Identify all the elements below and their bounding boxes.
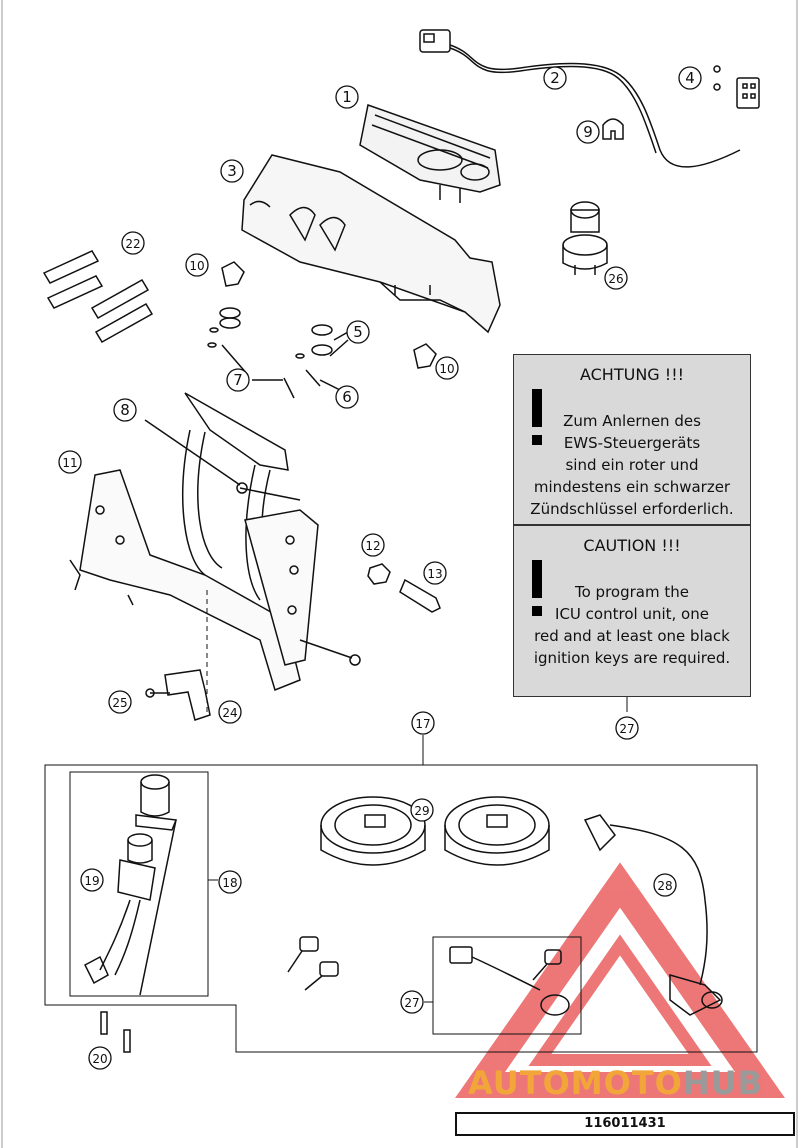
svg-text:8: 8	[120, 401, 130, 419]
callout-27a: 27	[615, 716, 639, 740]
group-18-box	[69, 771, 209, 997]
spacer-tubes	[42, 250, 154, 344]
svg-text:4: 4	[685, 69, 695, 87]
svg-text:20: 20	[92, 1052, 107, 1066]
callout-8: 8	[113, 398, 137, 422]
clip-nut	[221, 261, 437, 369]
callout-6: 6	[335, 385, 359, 409]
svg-text:10: 10	[189, 259, 204, 273]
callout-1: 1	[335, 85, 359, 109]
svg-text:7: 7	[233, 371, 243, 389]
callout-7: 7	[226, 368, 250, 392]
part-number-label: 116011431	[455, 1112, 795, 1136]
callout-22: 22	[121, 231, 145, 255]
callout-17: 17	[411, 711, 435, 735]
exclamation-icon	[524, 560, 552, 620]
warning-title-english: CAUTION !!!	[583, 536, 681, 555]
callout-19: 19	[80, 868, 104, 892]
svg-text:2: 2	[550, 69, 560, 87]
watermark-part-a: AUTOMOTO	[468, 1064, 683, 1102]
svg-text:11: 11	[62, 456, 77, 470]
callout-11: 11	[58, 450, 82, 474]
socket	[562, 201, 608, 275]
callout-29: 29	[410, 798, 434, 822]
headlight-mask	[241, 154, 501, 334]
logo-watermark	[455, 862, 785, 1098]
headlight-bracket	[69, 392, 319, 692]
cable-clip	[602, 118, 624, 140]
nut-and-bolt	[367, 563, 441, 613]
holder-bracket	[145, 669, 211, 721]
callout-9: 9	[576, 120, 600, 144]
svg-text:26: 26	[608, 272, 623, 286]
bolt	[144, 419, 248, 494]
callout-10b: 10	[435, 356, 459, 380]
svg-text:10: 10	[439, 362, 454, 376]
ignition-keys	[287, 936, 562, 991]
svg-text:13: 13	[427, 567, 442, 581]
callouts: 1 2 3 4 5 6 7 8 9 10 10 11 12 13 17 18 1…	[58, 66, 702, 1070]
callout-25: 25	[108, 690, 132, 714]
svg-text:19: 19	[84, 874, 99, 888]
svg-text:27: 27	[619, 722, 634, 736]
shear-bolts	[100, 1011, 131, 1053]
svg-text:12: 12	[365, 539, 380, 553]
svg-text:28: 28	[657, 879, 672, 893]
exclamation-icon	[524, 389, 552, 449]
wire-connector	[583, 814, 723, 1016]
callout-5: 5	[346, 320, 370, 344]
watermark-part-b: HUB	[682, 1064, 764, 1102]
svg-text:18: 18	[222, 876, 237, 890]
instrument-cluster	[359, 104, 501, 203]
svg-text:1: 1	[342, 88, 352, 106]
callout-20: 20	[88, 1046, 112, 1070]
transponder-coil	[449, 946, 570, 1016]
svg-text:3: 3	[227, 162, 237, 180]
callout-2: 2	[543, 66, 567, 90]
connector-block	[713, 65, 760, 109]
callout-27b: 27	[400, 990, 424, 1014]
warning-panel-german: ACHTUNG !!! Zum Anlernen des EWS-Steuerg…	[513, 354, 751, 525]
svg-text:24: 24	[222, 706, 237, 720]
callout-26: 26	[604, 266, 628, 290]
group-17-outline	[44, 735, 758, 1053]
bracket-bolt	[299, 639, 361, 666]
svg-text:22: 22	[125, 237, 140, 251]
svg-text:6: 6	[342, 388, 352, 406]
callout-24: 24	[218, 700, 242, 724]
fuel-caps	[320, 796, 550, 866]
svg-text:5: 5	[353, 323, 363, 341]
svg-text:27: 27	[404, 996, 419, 1010]
svg-text:29: 29	[414, 804, 429, 818]
callout-13: 13	[423, 561, 447, 585]
svg-text:9: 9	[583, 123, 593, 141]
watermark-text: AUTOMOTOHUB	[468, 1064, 763, 1102]
ignition-lock	[84, 774, 178, 996]
warning-panel-english: CAUTION !!! To program the ICU control u…	[513, 525, 751, 697]
callout-3: 3	[220, 159, 244, 183]
callout-4: 4	[678, 66, 702, 90]
callout-18: 18	[218, 870, 242, 894]
svg-text:17: 17	[415, 717, 430, 731]
cable-harness	[419, 29, 741, 168]
warning-title-german: ACHTUNG !!!	[579, 365, 685, 384]
callout-10a: 10	[185, 253, 209, 277]
callout-12: 12	[361, 533, 385, 557]
callout-28: 28	[653, 873, 677, 897]
group-27-box	[432, 936, 582, 1035]
svg-text:25: 25	[112, 696, 127, 710]
warning-text-english: To program the ICU control unit, one red…	[533, 583, 731, 667]
warning-text-german: Zum Anlernen des EWS-Steuergeräts sind e…	[530, 412, 734, 518]
